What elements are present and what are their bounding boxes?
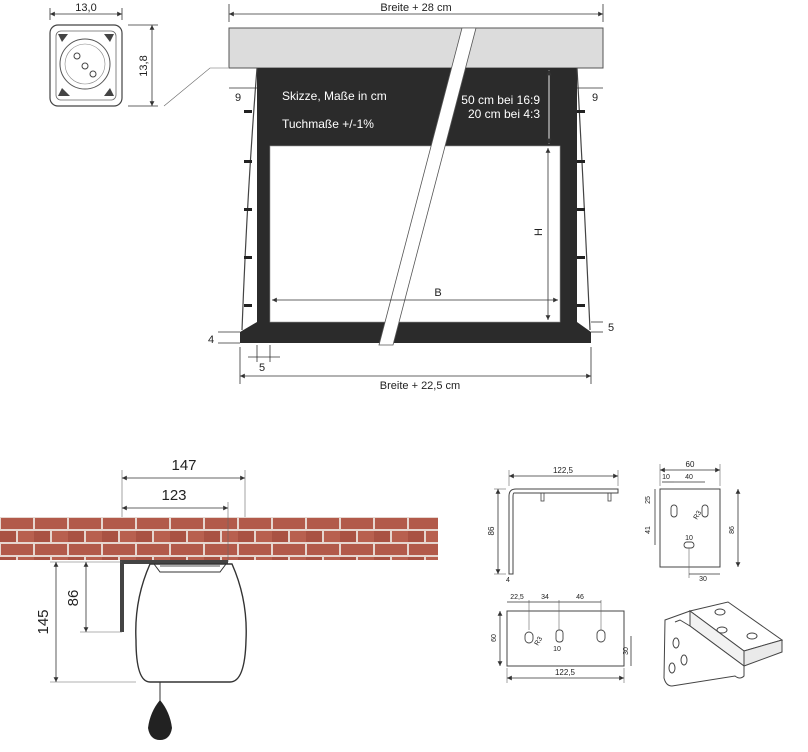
dim-145-label: 145 xyxy=(35,609,52,634)
brick-wall xyxy=(0,517,438,560)
bracket-front-view xyxy=(659,488,721,568)
side-left-label: 9 xyxy=(235,92,241,104)
plan-34-label: 34 xyxy=(541,594,549,601)
front-30-label: 30 xyxy=(699,576,707,583)
sketch-note: Skizze, Maße in cm xyxy=(282,89,387,103)
height-h-label: H xyxy=(533,228,545,236)
plan-122-label: 122,5 xyxy=(555,668,576,677)
plan-60-label: 60 xyxy=(491,634,498,642)
case-height-label: 13,8 xyxy=(138,55,150,76)
front-41-label: 41 xyxy=(645,526,652,534)
side-thick-label: 4 xyxy=(506,577,510,584)
bracket-iso-view xyxy=(663,601,784,687)
plan-46-label: 46 xyxy=(576,594,584,601)
bottom-right-height-label: 5 xyxy=(608,322,614,334)
plan-10-label: 10 xyxy=(553,646,561,653)
width-b-label: B xyxy=(434,287,441,299)
bracket-side-view xyxy=(508,488,619,575)
front-25-label: 25 xyxy=(645,496,652,504)
plan-30-label: 30 xyxy=(623,647,630,655)
cassette-housing xyxy=(228,27,604,69)
top-width-label: Breite + 28 cm xyxy=(380,2,451,14)
cassette-section xyxy=(49,24,123,107)
tolerance-note: Tuchmaße +/-1% xyxy=(282,117,374,131)
dim-147-label: 147 xyxy=(171,457,196,474)
front-w10-label: 10 xyxy=(662,474,670,481)
bottom-offset-label: 5 xyxy=(259,362,265,374)
plan-22-label: 22,5 xyxy=(510,594,524,601)
side-height-label: 86 xyxy=(487,526,496,535)
front-10-label: 10 xyxy=(685,535,693,542)
drop-169-label: 50 cm bei 16:9 xyxy=(461,93,540,107)
bracket-plan-view xyxy=(506,610,625,667)
bottom-width-label: Breite + 22,5 cm xyxy=(380,380,460,392)
plan-r3-label: R3 xyxy=(534,636,545,647)
cassette-body xyxy=(135,563,247,683)
front-r3-label: R3 xyxy=(693,510,704,521)
case-width-label: 13,0 xyxy=(75,2,96,14)
dim-86-label: 86 xyxy=(65,590,82,607)
side-width-label: 122,5 xyxy=(553,466,574,475)
side-right-label: 9 xyxy=(592,92,598,104)
dim-123-label: 123 xyxy=(161,487,186,504)
bottom-left-height-label: 4 xyxy=(208,334,214,346)
drop-43-label: 20 cm bei 4:3 xyxy=(468,107,540,121)
front-w40-label: 40 xyxy=(685,474,693,481)
front-w60-label: 60 xyxy=(686,460,695,469)
break-line xyxy=(378,27,477,346)
front-86-label: 86 xyxy=(729,526,736,534)
pull-weight xyxy=(148,700,172,740)
